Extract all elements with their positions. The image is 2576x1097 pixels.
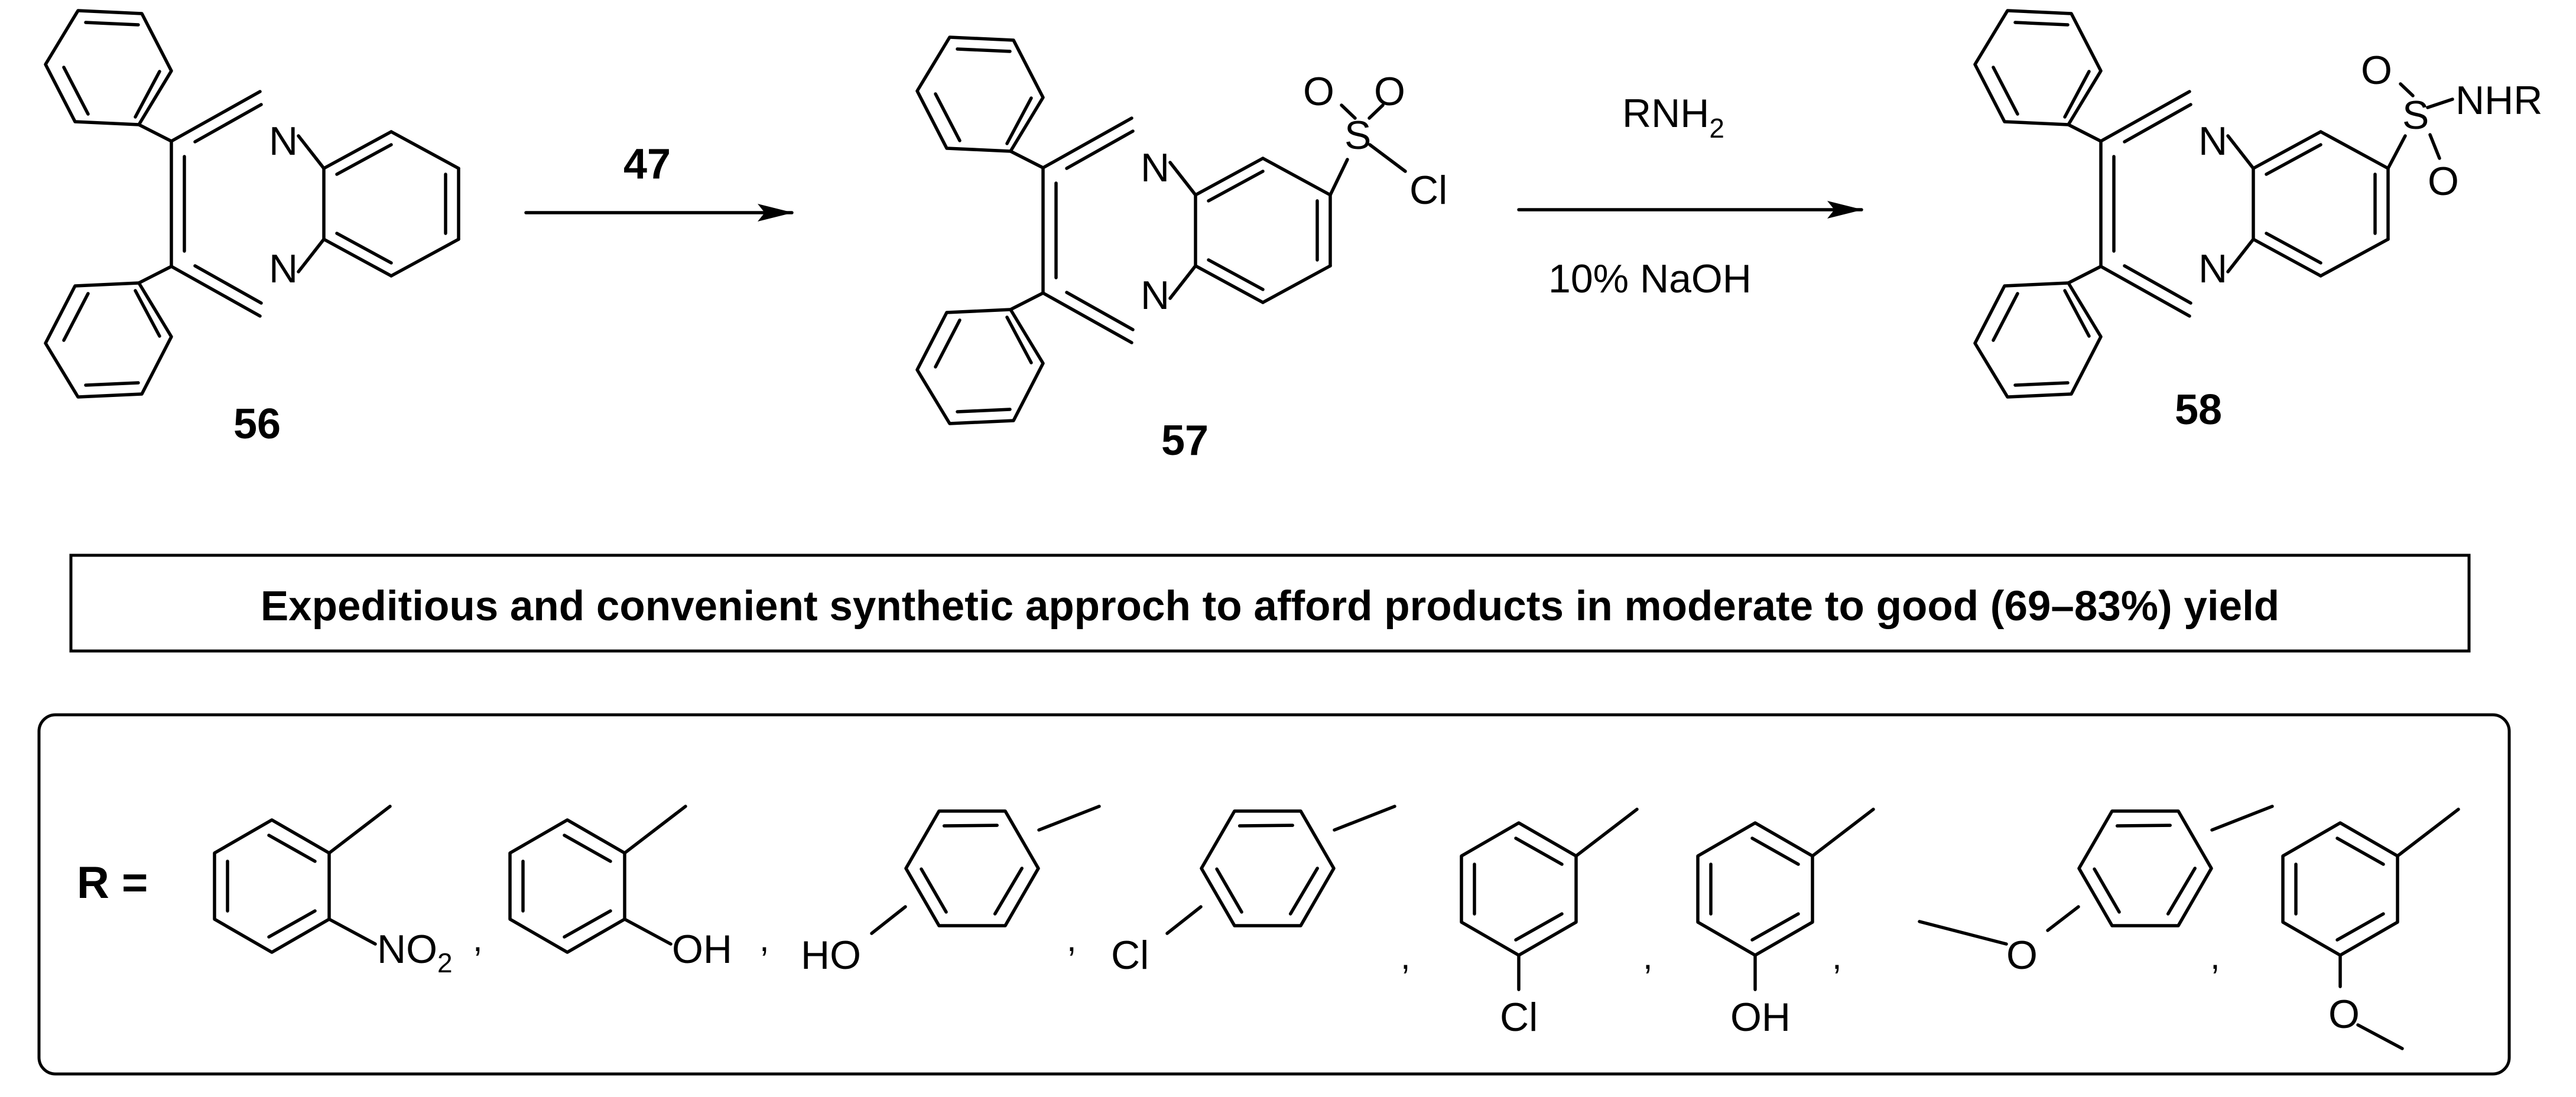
hydroxyl-label: OH [1730,995,1791,1040]
atom-cl: Cl [1409,168,1447,213]
oxygen-label: O [2328,992,2360,1037]
compound-label-56: 56 [233,401,281,448]
separator: , [1067,919,1077,959]
separator: , [473,919,483,959]
reaction-conditions: 10% NaOH [1548,256,1752,301]
atom-n: N [2198,246,2227,291]
atom-o: O [1374,69,1405,114]
r-group-4-methoxyphenyl: O [1918,783,2274,978]
hydroxyl-label: HO [801,933,861,978]
note-text: Expeditious and convenient synthetic app… [261,583,2279,630]
compound-label-58: 58 [2175,386,2222,434]
atom-n: N [269,119,298,164]
atom-n: N [1141,273,1170,318]
atom-o: O [1303,69,1334,114]
reagent-47: 47 [623,141,671,188]
r-group-2-hydroxyphenyl: OH [510,805,732,972]
nitro-label: NO2 [377,927,453,978]
compound-label-57: 57 [1161,417,1209,464]
reagent-amine: RNH2 [1622,91,1724,144]
r-group-2-nitrophenyl: NO2 [215,805,453,978]
r-group-label: R = [77,858,148,908]
r-group-4-chlorophenyl: Cl [1111,783,1396,978]
separator: , [1643,937,1653,976]
compound-57-structure: N N S O O Cl [917,37,1447,424]
chloro-label: Cl [1111,933,1149,978]
separator: , [1832,937,1842,976]
compound-56-structure: N N [46,11,459,397]
atom-s: S [2402,93,2429,138]
r-group-4-hydroxyphenyl: HO [801,783,1101,978]
r-group-3-hydroxyphenyl: OH [1698,808,1875,1040]
atom-n: N [269,246,298,291]
atom-o: O [2428,159,2459,204]
r-group-3-chlorophenyl: Cl [1461,808,1639,1040]
oxygen-label: O [2006,933,2038,978]
separator: , [2210,937,2220,976]
r-group-box [37,713,2511,1076]
separator: , [1401,937,1411,976]
separator: , [759,919,769,959]
hydroxyl-label: OH [672,927,732,972]
atom-nhr: NHR [2455,78,2542,123]
r-group-3-methoxyphenyl: O [2283,808,2460,1050]
atom-o: O [2361,48,2392,93]
chloro-label: Cl [1500,995,1538,1040]
atom-s: S [1344,113,1371,158]
compound-58-structure: N N S O O NHR [1975,11,2542,397]
atom-n: N [1141,145,1170,190]
atom-n: N [2198,119,2227,164]
note-box [69,554,2471,653]
